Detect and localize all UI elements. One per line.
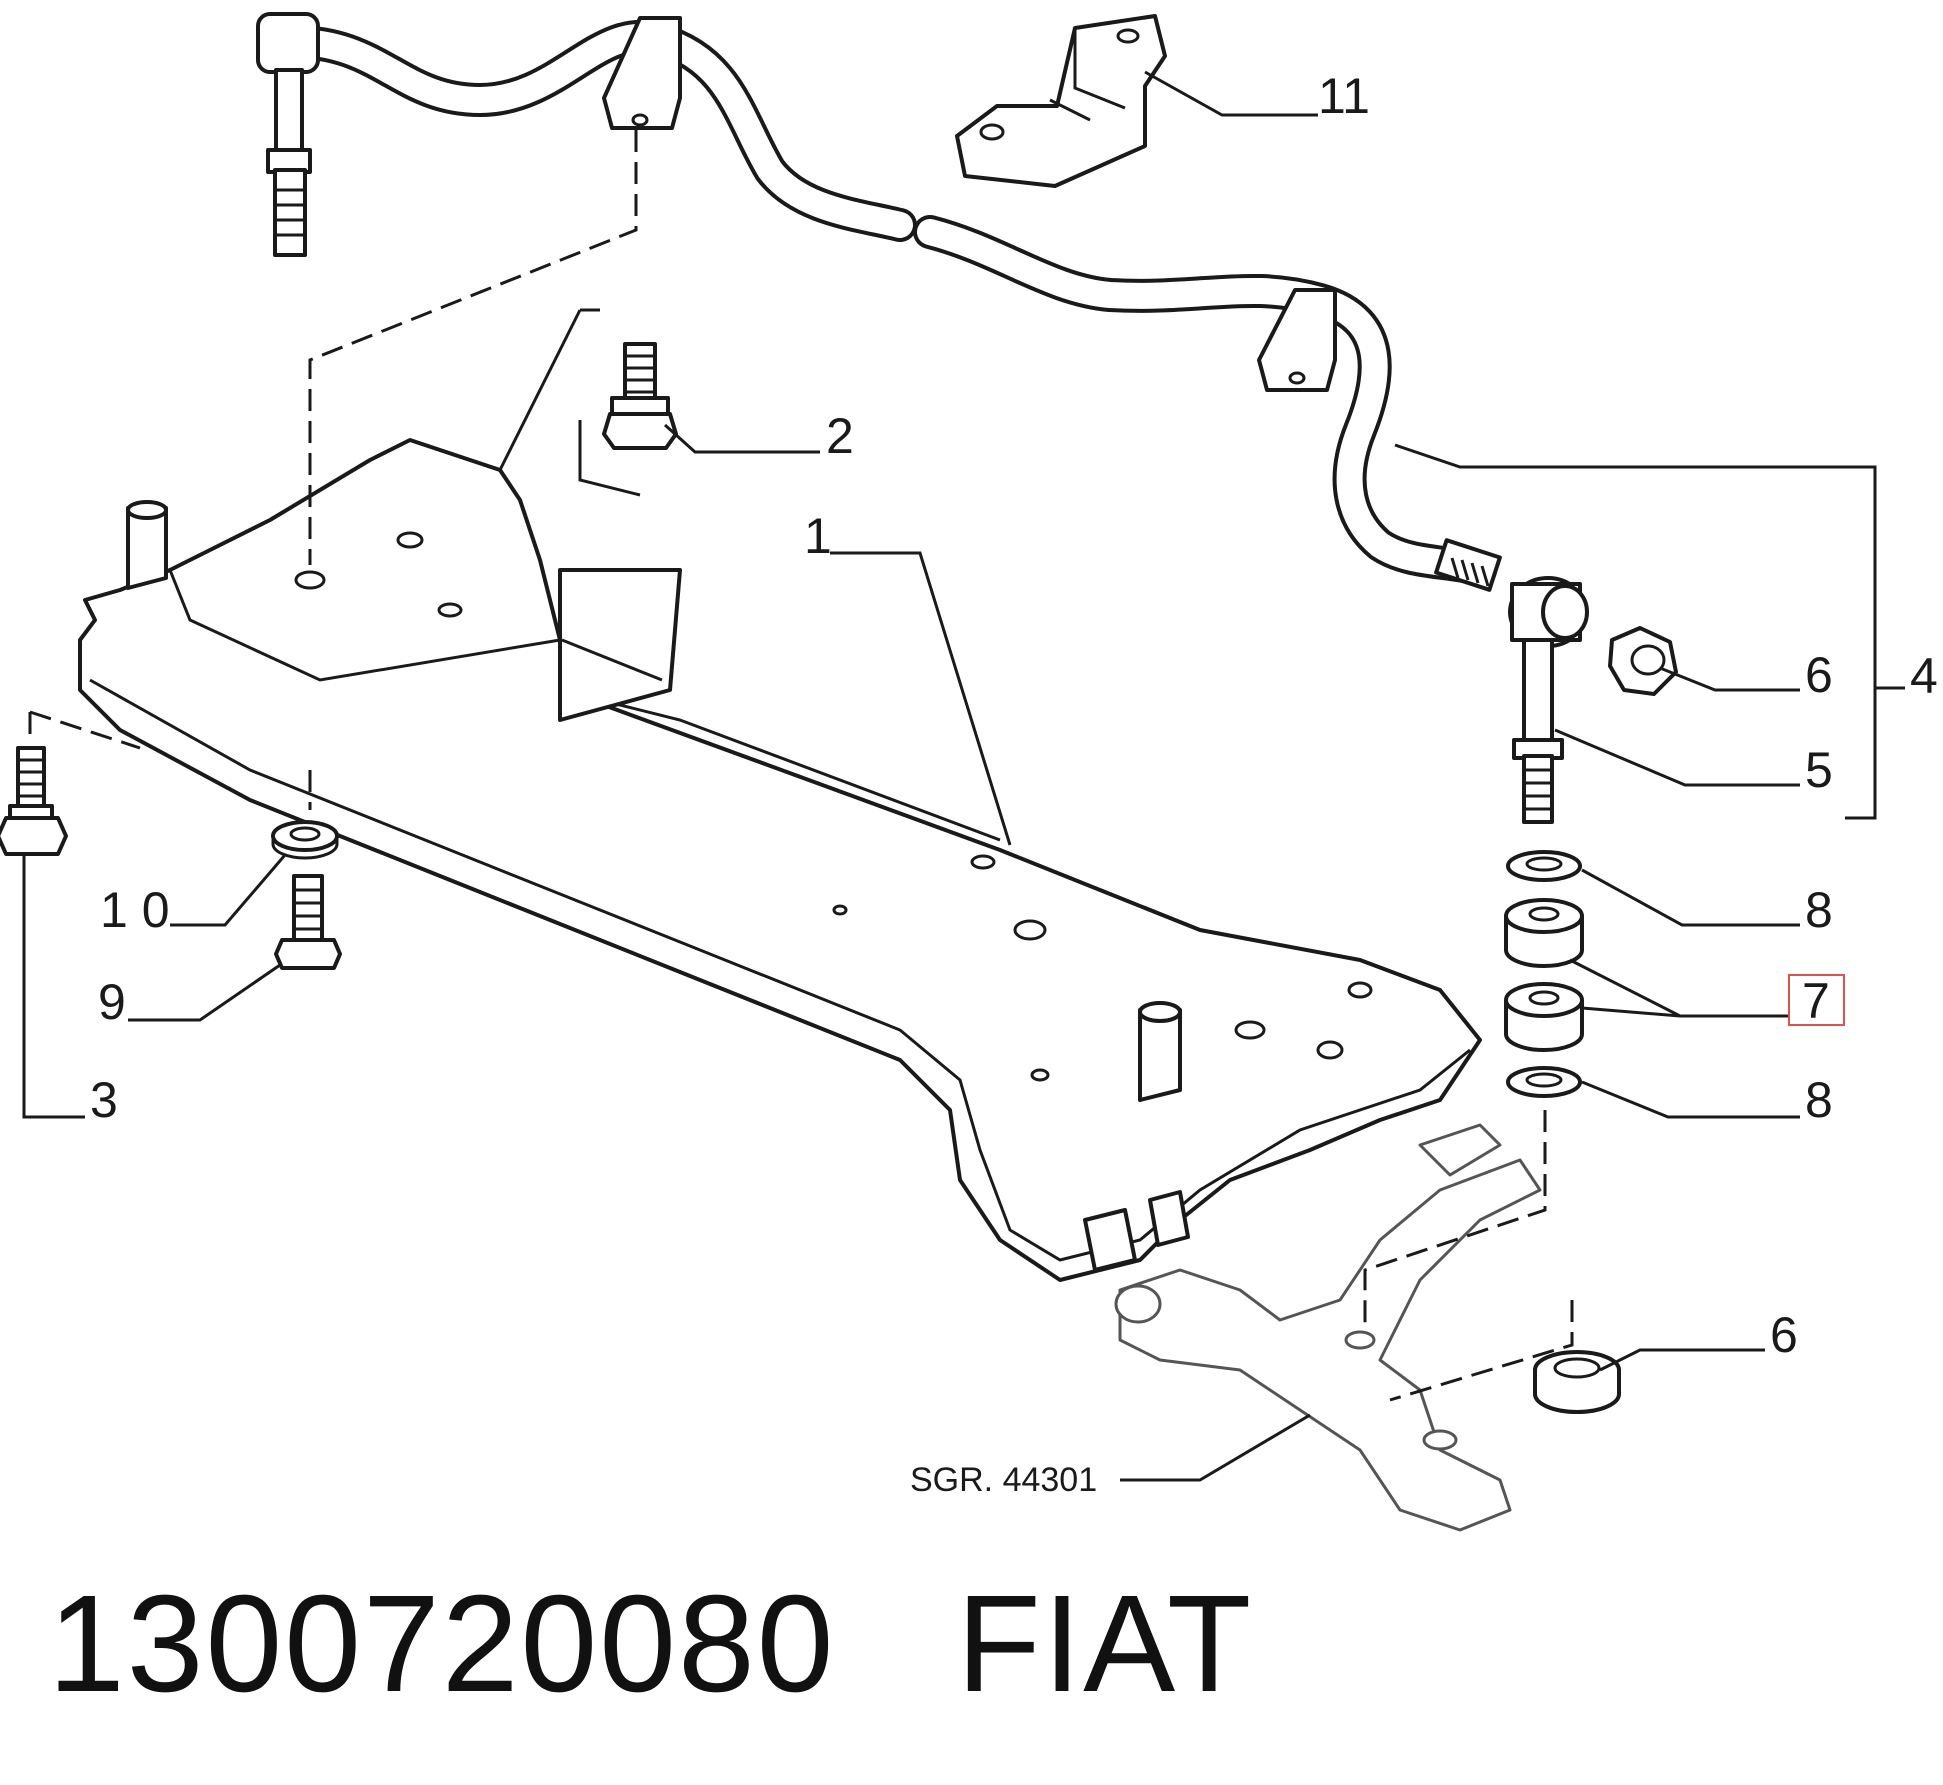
bushing-part	[1504, 982, 1584, 1052]
assembly-lines	[28, 130, 1574, 1402]
washer-part	[1506, 850, 1582, 882]
brand-name: FIAT	[956, 1567, 1254, 1721]
callout-5: 5	[1805, 742, 1833, 798]
bolt-part	[602, 342, 678, 450]
callout-labels: 11 2 1 4 6 5 8 7 8 6 1 0 9 3 SGR. 44301	[90, 68, 1938, 1499]
callout-3: 3	[90, 1072, 118, 1128]
callout-9: 9	[98, 974, 126, 1030]
callout-8-top: 8	[1805, 882, 1833, 938]
callout-2: 2	[826, 408, 854, 464]
callout-1: 1	[804, 508, 832, 564]
callout-4: 4	[1910, 648, 1938, 704]
callout-6-top: 6	[1805, 647, 1833, 703]
washer-part	[1506, 1066, 1582, 1098]
subframe-crossmember	[78, 438, 1482, 1282]
nut-part	[1533, 1350, 1621, 1414]
part-footer: 1300720080 FIAT	[48, 1565, 1253, 1724]
bolt-part	[0, 746, 68, 856]
callout-10: 1 0	[100, 882, 170, 938]
part-number: 1300720080	[48, 1567, 836, 1721]
bracket-part	[955, 14, 1167, 188]
bushing-part	[1504, 898, 1584, 968]
end-link-part	[1508, 576, 1589, 824]
washer-part	[271, 820, 339, 860]
leader-lines	[22, 70, 1905, 1482]
callout-11: 11	[1318, 68, 1370, 124]
callout-6-bottom: 6	[1770, 1307, 1798, 1363]
control-arm-part	[1114, 1123, 1542, 1532]
reference-label: SGR. 44301	[910, 1461, 1097, 1499]
stabilizer-bar	[256, 12, 1502, 592]
nut-part	[1608, 626, 1678, 696]
callout-7: 7	[1802, 973, 1830, 1029]
callout-7-highlight	[1788, 974, 1845, 1026]
bolt-part	[274, 874, 342, 970]
callout-8-bottom: 8	[1805, 1072, 1833, 1128]
